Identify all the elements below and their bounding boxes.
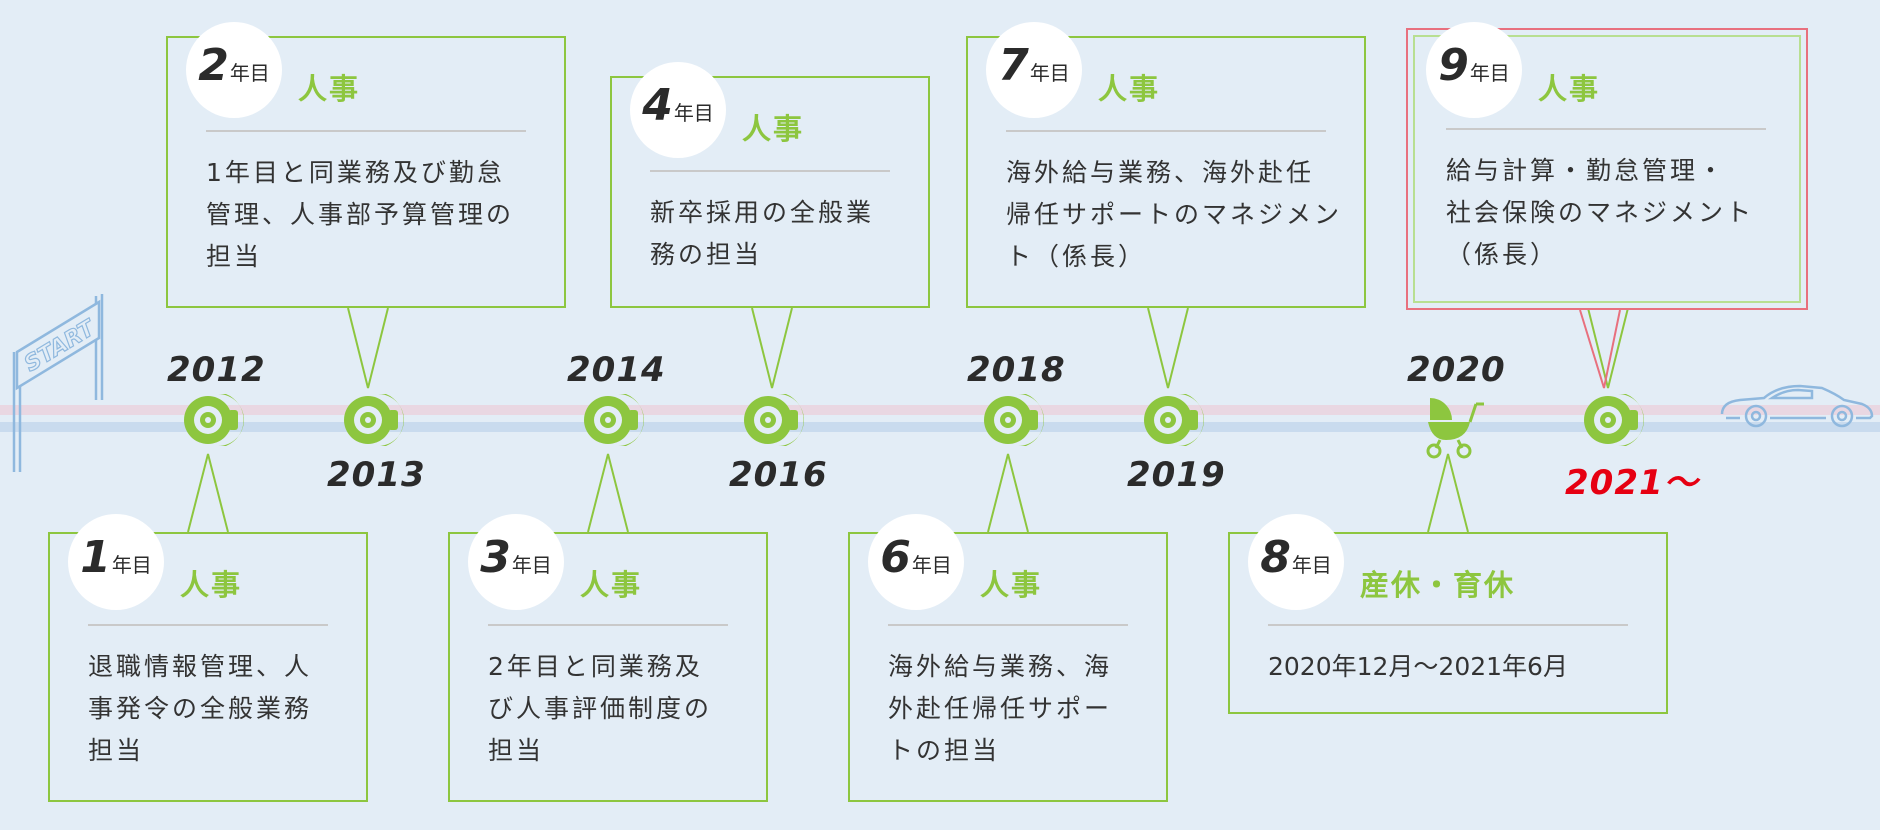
car-icon [1720, 384, 1874, 428]
divider [1446, 128, 1766, 130]
description: 新卒採用の全般業 務の担当 [650, 192, 920, 276]
connector-current [1579, 309, 1621, 389]
baby-stroller-icon [1426, 398, 1484, 459]
timeline-track-pink [0, 405, 1880, 415]
year-2021: 2021〜 [1565, 463, 1699, 503]
role-label: 人事 [742, 112, 805, 146]
description-line: 2020年12月〜2021年6月 [1268, 652, 1568, 681]
year-count: 2 [198, 40, 229, 91]
milestone-card-4: 人事 新卒採用の全般業 務の担当 [610, 76, 930, 308]
divider [1006, 130, 1326, 132]
brake-disc-icon [184, 394, 244, 446]
year-count: 4 [642, 80, 673, 131]
year-unit: 年目 [1469, 61, 1510, 85]
year-count: 6 [880, 532, 911, 583]
brake-disc-icon [744, 394, 804, 446]
description-line: 1年目と同業務及び勤怠 [206, 158, 505, 187]
description-line: 務の担当 [650, 240, 763, 269]
description-line: 社会保険のマネジメント [1446, 198, 1755, 227]
role-label: 人事 [980, 568, 1043, 602]
description: 海外給与業務、海外赴任 帰任サポートのマネジメン ト（係長） [1006, 152, 1356, 278]
connectors [187, 307, 1629, 533]
role-label: 人事 [580, 568, 643, 602]
year-unit: 年目 [229, 61, 270, 85]
description-line: 給与計算・勤怠管理・ [1446, 156, 1727, 185]
brake-disc-icon [584, 394, 644, 446]
milestone-card-9: 人事 給与計算・勤怠管理・ 社会保険のマネジメント （係長） [1406, 28, 1808, 310]
year-unit: 年目 [1029, 61, 1070, 85]
year-count: 7 [998, 40, 1029, 91]
year-2013: 2013 [327, 455, 426, 495]
year-2012: 2012 [167, 350, 266, 390]
description-line: 管理、人事部予算管理の [206, 200, 515, 229]
description-line: 海外給与業務、海 [888, 652, 1113, 681]
year-count: 8 [1260, 532, 1291, 583]
role-label: 産休・育休 [1360, 568, 1516, 602]
divider [88, 624, 328, 626]
year-2020: 2020 [1407, 350, 1506, 390]
year-2018: 2018 [967, 350, 1066, 390]
year-2014: 2014 [567, 350, 666, 390]
description: 2020年12月〜2021年6月 [1268, 646, 1648, 688]
description-line: 新卒採用の全般業 [650, 198, 875, 227]
description-line: （係長） [1446, 240, 1559, 269]
description-line: 2年目と同業務及 [488, 652, 703, 681]
year-count: 9 [1438, 40, 1469, 91]
year-unit: 年目 [511, 553, 552, 577]
year-2019: 2019 [1127, 455, 1226, 495]
role-label: 人事 [1098, 72, 1161, 106]
brake-disc-icon [344, 394, 404, 446]
description: 給与計算・勤怠管理・ 社会保険のマネジメント （係長） [1446, 150, 1796, 276]
description-line: 帰任サポートのマネジメン [1006, 200, 1343, 229]
role-label: 人事 [1538, 72, 1601, 106]
description-line: 担当 [488, 736, 545, 765]
year-unit: 年目 [1291, 553, 1332, 577]
brake-disc-icon [1584, 394, 1644, 446]
role-label: 人事 [298, 72, 361, 106]
year-unit: 年目 [111, 553, 152, 577]
description: 退職情報管理、人 事発令の全般業務 担当 [88, 646, 358, 772]
description-line: 事発令の全般業務 [88, 694, 313, 723]
divider [1268, 624, 1628, 626]
start-gate-icon: START [12, 294, 104, 472]
divider [206, 130, 526, 132]
description-line: 担当 [206, 242, 263, 271]
description: 海外給与業務、海 外赴任帰任サポー トの担当 [888, 646, 1158, 772]
description-line: 外赴任帰任サポー [888, 694, 1113, 723]
description-line: び人事評価制度の [488, 694, 713, 723]
divider [650, 170, 890, 172]
description: 1年目と同業務及び勤怠 管理、人事部予算管理の 担当 [206, 152, 556, 278]
description-line: ト（係長） [1006, 242, 1147, 271]
year-count: 1 [80, 532, 111, 583]
description-line: 担当 [88, 736, 145, 765]
timeline-track-blue [0, 422, 1880, 432]
milestone-card-7: 人事 海外給与業務、海外赴任 帰任サポートのマネジメン ト（係長） [966, 36, 1366, 308]
divider [488, 624, 728, 626]
year-unit: 年目 [673, 101, 714, 125]
description-line: トの担当 [888, 736, 1001, 765]
description-line: 海外給与業務、海外赴任 [1006, 158, 1315, 187]
description-line: 退職情報管理、人 [88, 652, 313, 681]
year-2016: 2016 [729, 455, 828, 495]
brake-disc-icon [984, 394, 1044, 446]
year-unit: 年目 [911, 553, 952, 577]
role-label: 人事 [180, 568, 243, 602]
year-count: 3 [480, 532, 511, 583]
brake-disc-icon [1144, 394, 1204, 446]
description: 2年目と同業務及 び人事評価制度の 担当 [488, 646, 758, 772]
divider [888, 624, 1128, 626]
